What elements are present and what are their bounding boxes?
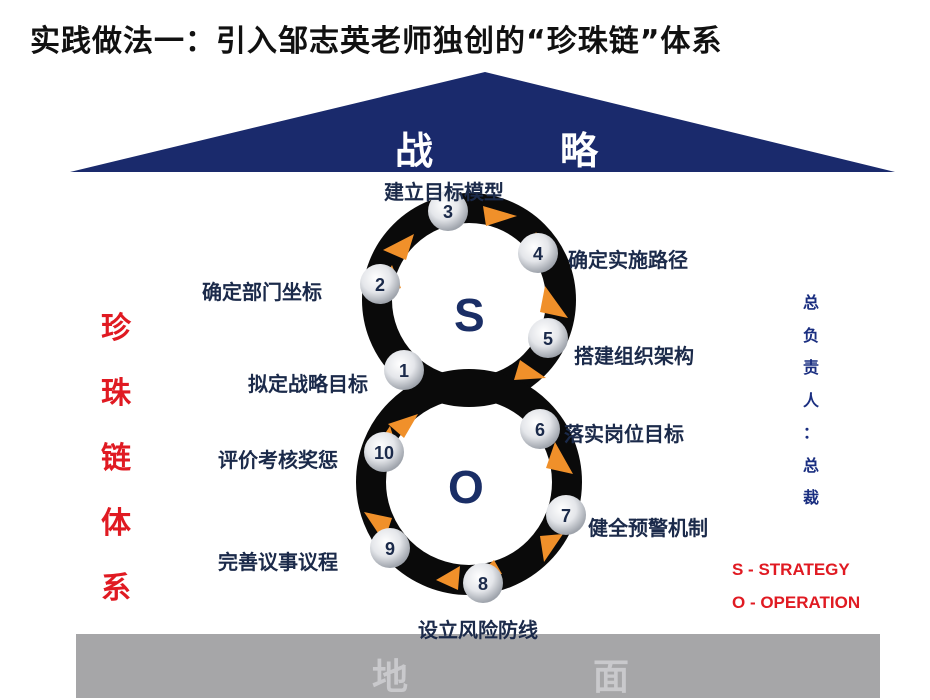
pearl-number-5: 5: [543, 329, 553, 349]
pearl-chain-system-label: 珍 珠 链 体 系: [96, 296, 136, 621]
pearl-3: [428, 191, 468, 231]
pearl-4: [518, 233, 558, 273]
pearl-1: [384, 350, 424, 390]
pearl-10: [364, 432, 404, 472]
side-right-char: 负: [802, 325, 819, 345]
operation-letter: O: [448, 461, 484, 513]
side-left-char: 系: [101, 571, 131, 606]
pearl-7: [546, 495, 586, 535]
ground-char-left: 地: [372, 657, 409, 698]
roof-char-left: 战: [395, 129, 434, 173]
step-label-8: 设立风险防线: [418, 618, 538, 642]
step-label-2: 确定部门坐标: [202, 280, 322, 304]
pearl-number-9: 9: [385, 539, 395, 559]
side-right-char: ：: [802, 423, 819, 442]
side-left-char: 珠: [101, 376, 131, 411]
step-label-3: 建立目标模型: [384, 180, 504, 204]
pearl-number-1: 1: [399, 361, 409, 381]
ground-bar: [76, 634, 880, 698]
pearl-number-8: 8: [478, 574, 488, 594]
side-left-char: 珍: [101, 311, 131, 346]
strategy-roof: [70, 72, 895, 172]
step-label-5: 搭建组织架构: [574, 344, 694, 368]
side-right-char: 裁: [802, 488, 819, 507]
ground-char-right: 面: [593, 657, 630, 698]
pearl-5: [528, 318, 568, 358]
step-label-7: 健全预警机制: [588, 516, 708, 540]
step-label-4: 确定实施路径: [568, 248, 688, 272]
strategy-letter: S: [454, 289, 485, 341]
responsible-person-label: 总 负 责 人 ： 总 裁: [796, 287, 826, 515]
page-title: 实践做法一：引入邹志英老师独创的“珍珠链”体系: [30, 24, 723, 59]
side-right-char: 总: [802, 293, 819, 312]
side-right-char: 总: [802, 455, 819, 475]
step-label-1: 拟定战略目标: [248, 372, 368, 396]
roof-char-right: 略: [560, 129, 599, 173]
pearl-6: [520, 409, 560, 449]
pearl-2: [360, 264, 400, 304]
pearl-9: [370, 528, 410, 568]
side-right-char: 责: [802, 358, 819, 377]
step-label-9: 完善议事议程: [218, 550, 338, 574]
side-left-char: 链: [101, 441, 131, 476]
pearl-number-4: 4: [533, 244, 543, 264]
pearl-number-6: 6: [535, 420, 545, 440]
side-left-char: 体: [101, 506, 131, 541]
legend-strategy: S - STRATEGY: [732, 560, 850, 579]
pearl-number-7: 7: [561, 506, 571, 526]
step-label-6: 落实岗位目标: [564, 422, 684, 446]
pearl-number-2: 2: [375, 275, 385, 295]
legend-operation: O - OPERATION: [732, 593, 861, 612]
pearl-number-10: 10: [374, 443, 394, 463]
pearl-number-3: 3: [443, 202, 453, 222]
side-right-char: 人: [802, 390, 819, 410]
step-label-10: 评价考核奖惩: [218, 448, 338, 472]
pearl-nodes: [360, 191, 586, 603]
pearl-8: [463, 563, 503, 603]
